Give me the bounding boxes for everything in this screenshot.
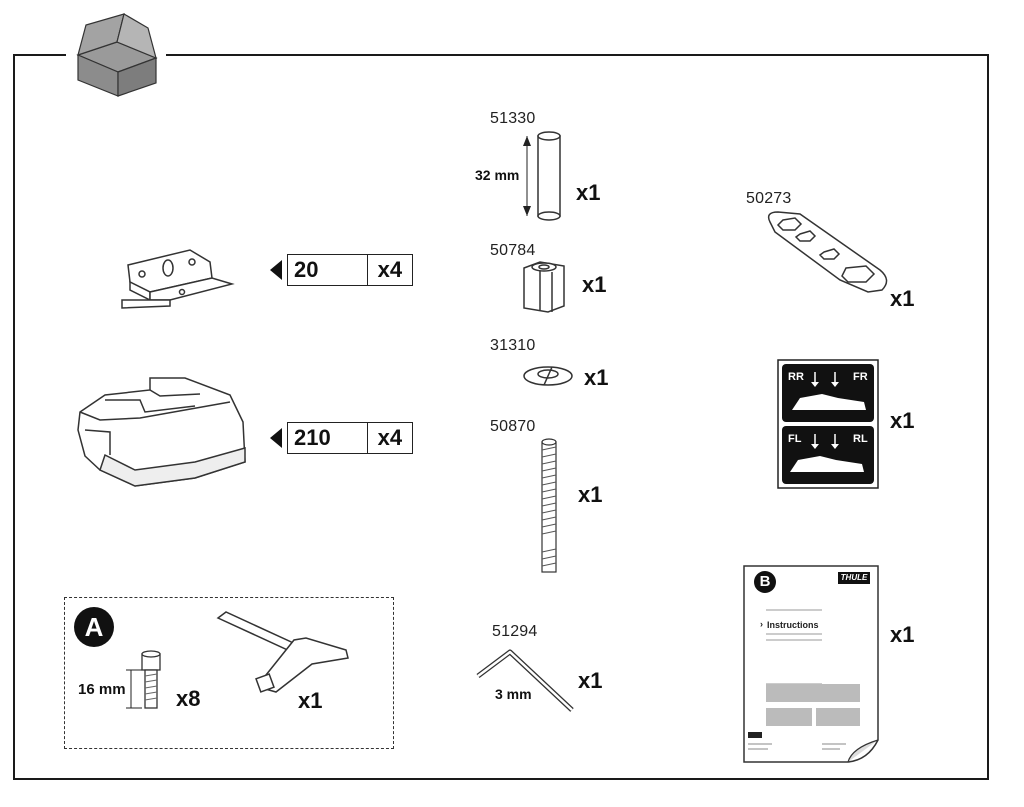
bracket-reference-box: 20 x4 <box>287 254 413 286</box>
bracket-reference-number: 20 <box>294 257 319 282</box>
foot-pad-part <box>77 377 246 487</box>
parts-frame <box>13 54 989 780</box>
screw-quantity: x8 <box>176 686 201 711</box>
washer-part <box>523 366 573 386</box>
washer-part-number: 31310 <box>490 337 536 354</box>
spacer-tube-part-number: 51330 <box>490 110 536 127</box>
wrench-part-number: 50273 <box>746 190 792 207</box>
instructions-chevron-icon: › <box>760 619 763 629</box>
pointer-arrow-2 <box>270 428 282 448</box>
foot-pad-reference-box: 210 x4 <box>287 422 413 454</box>
threaded-rod-part-number: 50870 <box>490 418 536 435</box>
kit-a-group <box>64 597 394 749</box>
threaded-rod-part <box>541 438 557 573</box>
nut-part-number: 50784 <box>490 242 536 259</box>
kit-a-badge-letter: A <box>84 612 104 642</box>
nut-part <box>523 261 565 313</box>
screw-dimension: 16 mm <box>78 681 126 698</box>
instructions-badge-letter: B <box>759 573 771 590</box>
wrench-quantity: x1 <box>890 286 915 311</box>
sticker-quantity: x1 <box>890 408 915 433</box>
sticker-label-fl: FL <box>788 433 802 445</box>
sticker-label-fr: FR <box>853 371 868 383</box>
sticker-label-rl: RL <box>853 433 868 445</box>
t-wrench-part <box>216 611 349 693</box>
wrench-part <box>767 211 888 293</box>
foot-pad-reference-count: x4 <box>366 423 412 453</box>
pointer-arrow-1 <box>270 260 282 280</box>
package-box-icon <box>66 10 166 102</box>
spacer-tube-part <box>523 131 561 221</box>
screw-part <box>141 650 161 709</box>
threaded-rod-quantity: x1 <box>578 482 603 507</box>
bracket-reference-count: x4 <box>366 255 412 285</box>
spacer-tube-dimension: 32 mm <box>475 167 520 183</box>
allen-key-quantity: x1 <box>578 668 603 693</box>
allen-key-part-number: 51294 <box>492 623 538 640</box>
instructions-booklet <box>743 565 879 763</box>
kit-a-badge-circle <box>74 607 114 647</box>
allen-key-dimension: 3 mm <box>495 686 532 702</box>
t-wrench-quantity: x1 <box>298 688 323 713</box>
spacer-tube-quantity: x1 <box>576 180 601 205</box>
washer-quantity: x1 <box>584 365 609 390</box>
instructions-quantity: x1 <box>890 622 915 647</box>
sticker-label-rr: RR <box>788 371 804 383</box>
instructions-title: Instructions <box>767 620 819 630</box>
nut-quantity: x1 <box>582 272 607 297</box>
thule-logo: THULE <box>840 573 868 582</box>
position-sticker <box>777 359 879 489</box>
bracket-part <box>121 249 235 309</box>
foot-pad-reference-number: 210 <box>294 425 331 450</box>
